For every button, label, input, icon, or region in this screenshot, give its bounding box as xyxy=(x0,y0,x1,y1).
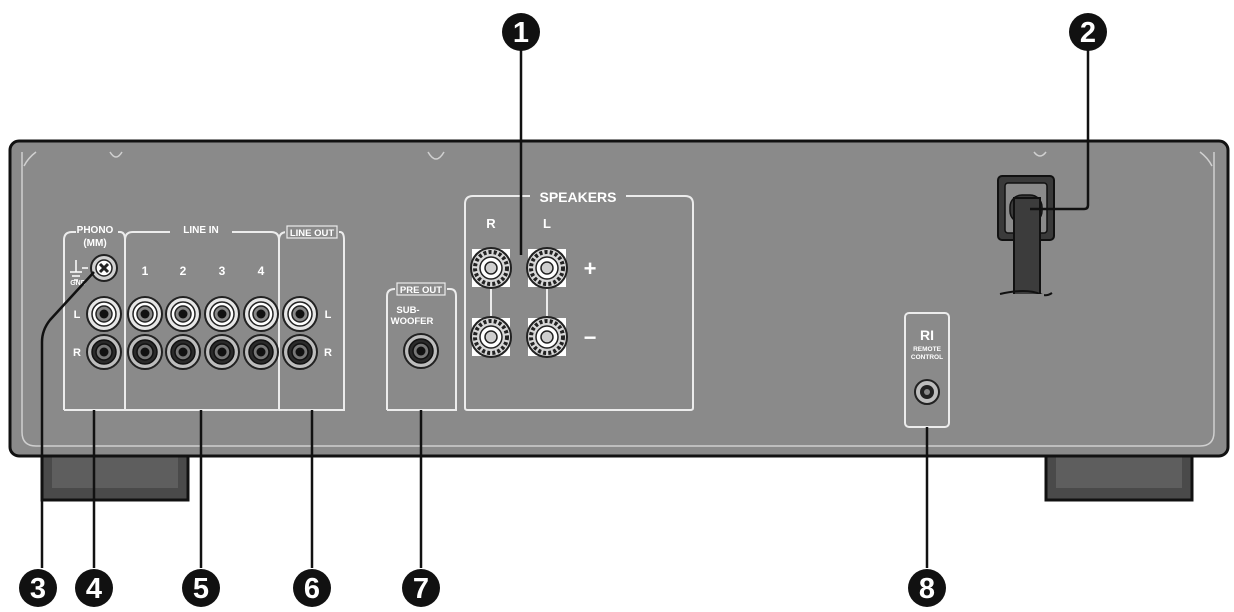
line-in-3-label: 3 xyxy=(219,264,226,278)
line-out-r-label: R xyxy=(324,347,332,359)
speakers-section: SPEAKERS R L + − xyxy=(464,189,694,411)
speaker-l-plus-terminal[interactable] xyxy=(525,246,569,290)
callout-7-number: 7 xyxy=(413,573,429,605)
line-in-title: LINE IN xyxy=(183,225,219,236)
callout-5: 5 xyxy=(182,569,220,607)
subwoofer-label-line2: WOOFER xyxy=(391,316,434,327)
line-in-4-label: 4 xyxy=(258,264,265,278)
power-cord xyxy=(997,175,1055,300)
callout-5-number: 5 xyxy=(193,573,209,605)
line-in-4-l-jack[interactable] xyxy=(243,296,279,332)
line-in-2-l-jack[interactable] xyxy=(165,296,201,332)
ground-symbol-icon xyxy=(70,260,88,281)
ri-logo: RI xyxy=(920,327,934,343)
callout-6: 6 xyxy=(293,569,331,607)
callout-2: 2 xyxy=(1069,13,1107,51)
line-in-1-label: 1 xyxy=(142,264,149,278)
line-in-2-r-jack[interactable] xyxy=(165,334,201,370)
phono-l-label: L xyxy=(74,309,81,321)
leader-lines xyxy=(40,48,1090,568)
chassis-body xyxy=(8,139,1230,458)
phono-r-label: R xyxy=(73,347,81,359)
line-in-2-label: 2 xyxy=(180,264,187,278)
callout-6-number: 6 xyxy=(304,573,320,605)
callout-2-number: 2 xyxy=(1080,17,1096,49)
line-in-3-l-jack[interactable] xyxy=(204,296,240,332)
line-in-4-r-jack[interactable] xyxy=(243,334,279,370)
remote-label-line2: CONTROL xyxy=(911,354,943,361)
callout-3-number: 3 xyxy=(30,573,46,605)
speaker-r-plus-terminal[interactable] xyxy=(469,246,513,290)
speaker-l-minus-terminal[interactable] xyxy=(525,315,569,359)
line-in-3-r-jack[interactable] xyxy=(204,334,240,370)
pre-out-section: PRE OUT SUB- WOOFER xyxy=(386,282,457,411)
phono-mm-label: (MM) xyxy=(83,238,106,249)
callout-8-number: 8 xyxy=(919,573,935,605)
speakers-minus-label: − xyxy=(584,325,597,350)
callout-7: 7 xyxy=(402,569,440,607)
line-out-l-label: L xyxy=(325,309,332,321)
line-out-section: LINE OUT L R xyxy=(278,225,345,411)
remote-control-jack[interactable] xyxy=(914,379,940,405)
line-out-l-jack[interactable] xyxy=(282,296,318,332)
speakers-r-label: R xyxy=(486,216,496,231)
speakers-title: SPEAKERS xyxy=(539,189,616,205)
line-in-1-r-jack[interactable] xyxy=(127,334,163,370)
remote-label-line1: REMOTE xyxy=(913,346,941,353)
callout-8: 8 xyxy=(908,569,946,607)
speakers-plus-label: + xyxy=(584,256,597,281)
callout-1-number: 1 xyxy=(513,17,529,49)
remote-control-section: RI REMOTE CONTROL xyxy=(904,312,950,428)
subwoofer-jack[interactable] xyxy=(403,333,439,369)
ground-terminal[interactable] xyxy=(90,254,118,282)
phono-r-jack[interactable] xyxy=(86,334,122,370)
callout-1: 1 xyxy=(502,13,540,51)
phono-l-jack[interactable] xyxy=(86,296,122,332)
speaker-r-minus-terminal[interactable] xyxy=(469,315,513,359)
callout-4-number: 4 xyxy=(86,573,102,605)
phono-title: PHONO xyxy=(77,225,114,236)
subwoofer-label-line1: SUB- xyxy=(396,305,419,316)
line-out-r-jack[interactable] xyxy=(282,334,318,370)
speakers-l-label: L xyxy=(543,216,551,231)
callout-3: 3 xyxy=(19,569,57,607)
callout-4: 4 xyxy=(75,569,113,607)
pre-out-title: PRE OUT xyxy=(400,285,442,296)
gnd-label: GND xyxy=(70,280,86,287)
line-in-1-l-jack[interactable] xyxy=(127,296,163,332)
line-out-title: LINE OUT xyxy=(290,228,335,239)
